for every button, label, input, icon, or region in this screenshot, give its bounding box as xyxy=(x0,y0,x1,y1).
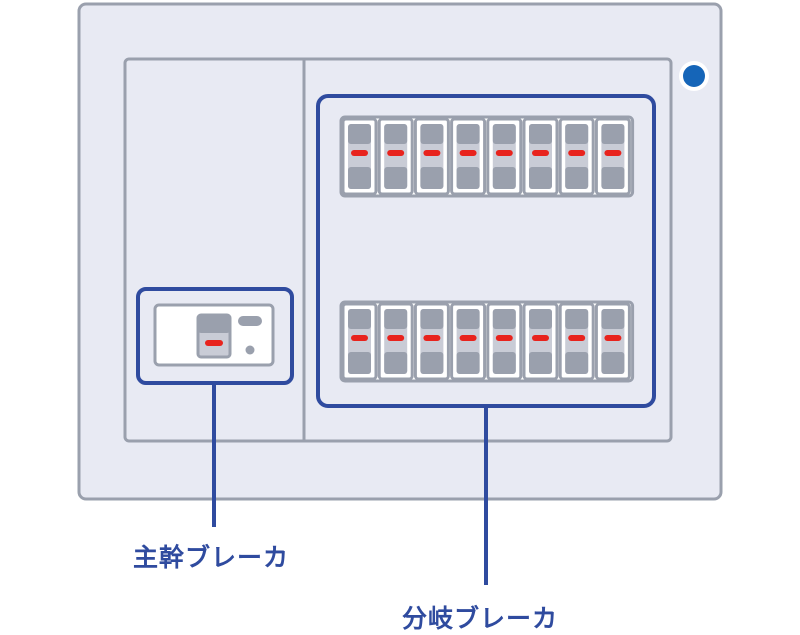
branch-breaker-indicator xyxy=(568,150,586,156)
main-breaker-reset-dot xyxy=(245,345,255,355)
branch-breaker-indicator xyxy=(604,335,622,341)
main-breaker-indicator xyxy=(205,340,223,346)
branch-breaker-indicator xyxy=(532,150,549,156)
branch-breaker-indicator xyxy=(532,335,549,341)
branch-breaker-switch xyxy=(413,117,450,196)
branch-breaker-indicator xyxy=(423,335,441,341)
branch-breaker-switch xyxy=(486,117,523,196)
branch-breaker-rows xyxy=(339,115,635,383)
branch-breaker-row xyxy=(339,300,635,383)
branch-breaker-switch xyxy=(522,117,559,196)
branch-breaker-indicator xyxy=(568,335,586,341)
branch-breaker-row xyxy=(339,115,635,198)
branch-breaker-switch xyxy=(558,117,595,196)
branch-breaker-switch xyxy=(377,117,414,196)
branch-breaker-indicator xyxy=(351,335,368,341)
branch-breaker-label: 分岐ブレーカ xyxy=(402,604,559,633)
branch-breaker-indicator xyxy=(423,150,441,156)
branch-breaker-switch xyxy=(413,302,450,381)
branch-breaker-indicator xyxy=(459,335,477,341)
branch-breaker-switch xyxy=(341,302,378,381)
indicator-led-core xyxy=(683,65,705,87)
branch-breaker-indicator xyxy=(387,335,405,341)
branch-breaker-indicator xyxy=(459,150,477,156)
branch-breaker-switch xyxy=(377,302,414,381)
branch-breaker-switch xyxy=(558,302,595,381)
branch-breaker-switch xyxy=(594,117,631,196)
branch-breaker-switch xyxy=(341,117,378,196)
main-breaker-test-button xyxy=(238,316,262,326)
branch-breaker-indicator xyxy=(495,150,513,156)
main-breaker-unit xyxy=(153,303,275,367)
branch-breaker-indicator xyxy=(495,335,513,341)
main-breaker-label: 主幹ブレーカ xyxy=(133,543,290,572)
branch-breaker-indicator xyxy=(351,150,368,156)
branch-breaker-switch xyxy=(450,302,487,381)
branch-breaker-switch xyxy=(486,302,523,381)
branch-breaker-switch xyxy=(450,117,487,196)
branch-breaker-switch xyxy=(522,302,559,381)
branch-breaker-indicator xyxy=(604,150,622,156)
branch-breaker-switch xyxy=(594,302,631,381)
branch-breaker-indicator xyxy=(387,150,405,156)
